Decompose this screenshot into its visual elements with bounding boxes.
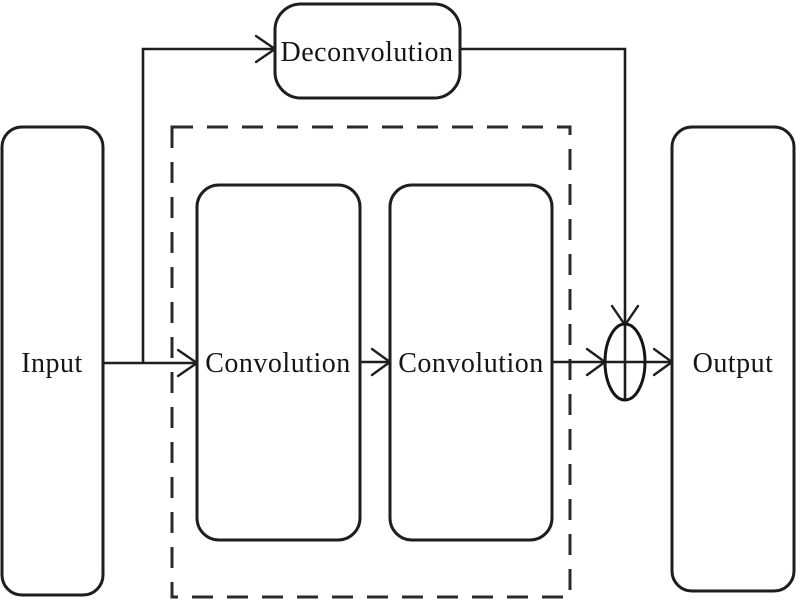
output-node (670, 125, 796, 593)
input-label: Input (21, 348, 83, 379)
conv1-label: Convolution (205, 348, 351, 379)
edge-input-deconvolution (141, 47, 274, 363)
circle-plus-sum-icon (603, 322, 647, 402)
output-label: Output (693, 348, 774, 379)
deconvolution-node (273, 2, 462, 100)
deconvolution-label: Deconvolution (281, 37, 454, 68)
conv2-label: Convolution (398, 348, 544, 379)
input-node (0, 125, 105, 597)
edge-deconvolution-sum (460, 47, 627, 399)
conv1-node (195, 183, 362, 542)
conv2-node (388, 183, 554, 542)
